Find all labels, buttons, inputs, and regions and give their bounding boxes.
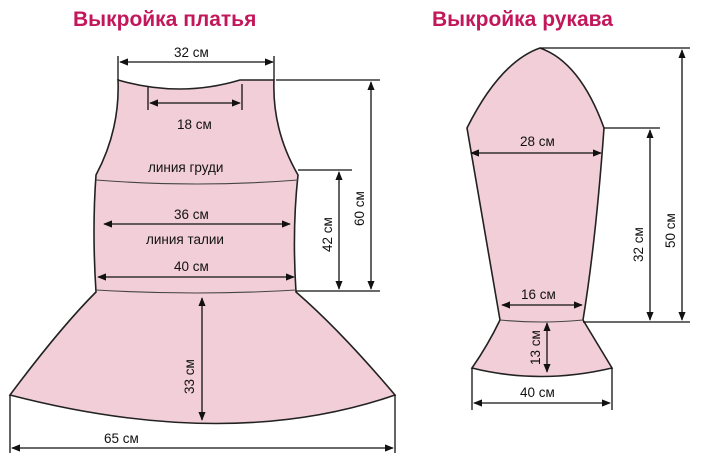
sleeve-total-length-label: 50 см [663,213,678,248]
wrist-seam-line [499,319,584,323]
bodice-height-label: 42 см [320,217,335,252]
sleeve-length-label: 32 см [631,227,646,262]
cuff-height-label: 13 см [528,330,543,365]
skirt-height-label: 33 см [182,359,197,394]
hip-seam-line [95,289,297,294]
wrist-width-label: 16 см [521,287,556,302]
bust-line-label: линия груди [148,160,223,175]
neck-width-label: 18 см [177,117,212,132]
waist-width-label: 36 см [174,207,209,222]
hip-width-label: 40 см [174,259,209,274]
cuff-width-label: 40 см [520,385,555,400]
sleeve-top-width-label: 28 см [520,134,555,149]
hem-width-label: 65 см [104,431,139,446]
dress-pattern-title: Выкройка платья [73,8,257,31]
dress-pattern-shape [8,78,397,425]
waist-line-label: линия талии [146,232,224,247]
sleeve-pattern-shape [466,47,614,378]
sleeve-pattern-title: Выкройка рукава [432,8,613,31]
total-height-label: 60 см [352,191,367,226]
bust-seam-line [95,179,299,185]
shoulder-width-label: 32 см [174,45,209,60]
